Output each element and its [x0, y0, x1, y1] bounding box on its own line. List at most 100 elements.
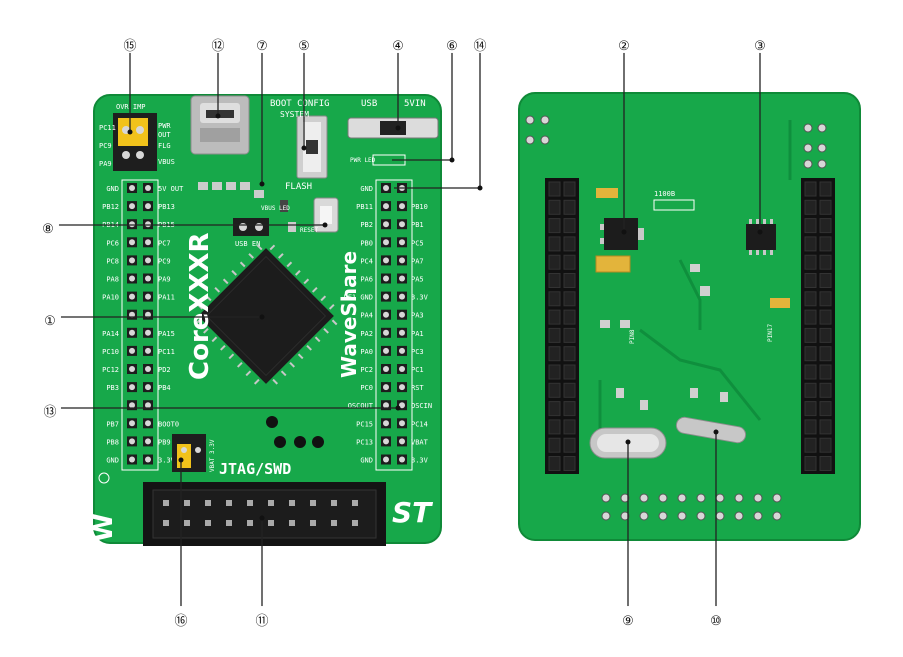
jtag-swd-header[interactable]	[143, 482, 386, 546]
back-header-pin	[548, 437, 561, 453]
pin-label: PF1 GND	[343, 294, 373, 302]
boot-config-label: BOOT CONFIG	[270, 99, 330, 109]
pin-label: PC2	[360, 366, 373, 374]
callout-7: ⑦	[256, 39, 268, 54]
header-pin-pad	[145, 293, 151, 300]
boot-config-switch[interactable]	[296, 115, 328, 179]
header-pin-pad	[399, 384, 405, 391]
callout-8-anchor	[322, 222, 328, 228]
callout-6-bg	[441, 31, 463, 53]
header-pin-pad	[129, 347, 135, 354]
voltage-regulator	[600, 218, 644, 250]
pin-label: PB4	[158, 384, 171, 392]
header-pin-pad	[399, 420, 405, 427]
usb-signal-pwr: PWR	[158, 122, 171, 130]
header-pin-pad	[383, 293, 389, 300]
pin-label: PA9	[158, 276, 171, 284]
pin-label: PC5	[411, 239, 424, 247]
back-header-pin	[548, 273, 561, 288]
callout-1-anchor	[259, 314, 265, 320]
header-pin-pad	[399, 456, 405, 463]
back-bottom-pad	[639, 493, 649, 503]
flash-label: FLASH	[285, 182, 312, 192]
back-header-pin	[804, 199, 817, 215]
st-logo: ST	[392, 496, 433, 529]
header-pin-pad	[129, 257, 135, 264]
back-header-pin	[819, 327, 832, 343]
header-pin-pad	[383, 438, 389, 445]
header-pin-pad	[399, 329, 405, 336]
header-pin-pad	[145, 384, 151, 391]
jtag-pin	[247, 520, 253, 526]
pin-label: PB8	[106, 438, 119, 446]
callout-16-bg	[170, 606, 192, 628]
header-pin-pad	[383, 347, 389, 354]
reset-button[interactable]	[313, 197, 339, 233]
back-header-pin	[819, 419, 832, 435]
pin-label: PC7	[158, 239, 171, 247]
pin-label: PB13	[158, 203, 175, 211]
vbat-jumper[interactable]	[172, 434, 206, 472]
pin-label: BOOT0	[158, 420, 179, 428]
back-header-pin	[804, 181, 817, 197]
back-header-pin	[548, 364, 561, 380]
header-pin-pad	[145, 203, 151, 210]
jtag-pin	[331, 500, 337, 506]
back-header-pin	[804, 437, 817, 453]
pin-label: PD2	[158, 366, 171, 374]
back-bottom-pad	[772, 511, 782, 521]
callout-13-bg	[39, 397, 61, 419]
jtag-pin	[310, 520, 316, 526]
back-header-pin	[563, 218, 576, 234]
waveshare-logo: W	[89, 472, 119, 542]
header-pin-pad	[399, 366, 405, 372]
callout-8: ⑧	[42, 222, 54, 237]
back-bottom-pad	[658, 511, 668, 521]
pin-label: PA0	[360, 348, 373, 356]
back-header-pin	[563, 401, 576, 417]
back-header-pin	[819, 291, 832, 307]
header-pin-pad	[145, 420, 151, 427]
pin-label: PC3	[411, 348, 424, 356]
pin-label: PA14	[102, 330, 119, 338]
usb-signal-vbus: VBUS	[158, 158, 175, 166]
header-pin-pad	[145, 347, 151, 354]
ovr-imp-jumper[interactable]: OVR IMP	[113, 103, 157, 171]
header-pin-pad	[145, 438, 151, 445]
brand-label: WaveShare	[337, 251, 361, 378]
mini-usb-connector[interactable]	[190, 95, 250, 155]
pin-label: PC1	[411, 366, 424, 374]
pin-label: PC14	[411, 420, 428, 428]
pin-label: PA11	[158, 294, 175, 302]
header-pin-pad	[129, 420, 135, 427]
back-bottom-pad	[696, 493, 706, 503]
back-header-pin	[819, 437, 832, 453]
callout-11: ⑪	[255, 614, 268, 629]
via-pad	[540, 135, 550, 145]
jtag-pin	[352, 520, 358, 526]
pin-label: OSCOUT	[348, 402, 374, 410]
jtag-pin	[289, 520, 295, 526]
callout-2-anchor	[621, 229, 627, 235]
header-pin-pad	[399, 438, 405, 445]
pwr-led-label: PWR LED	[350, 157, 376, 164]
header-pin-pad	[399, 257, 405, 264]
callout-14-bg	[469, 31, 491, 53]
back-header-pin	[804, 364, 817, 380]
jtag-pin	[268, 500, 274, 506]
callout-5-anchor	[301, 145, 307, 151]
mcu-board-label: CoreXXXR	[185, 232, 215, 380]
header-pin-pad	[129, 438, 135, 445]
power-select-switch[interactable]	[347, 117, 439, 139]
header-pin-pad	[383, 275, 389, 282]
usb-jumper-label-3: PA9	[99, 160, 112, 168]
header-pin-pad	[383, 402, 389, 409]
pin-label: PA1	[411, 330, 424, 338]
pin8-label: PIN8	[629, 329, 636, 344]
back-header-pin	[548, 401, 561, 417]
header-pin-pad	[129, 275, 135, 282]
callout-11-bg	[251, 606, 273, 628]
back-bottom-pad	[601, 511, 611, 521]
usb-en-jumper[interactable]	[233, 218, 269, 236]
jtag-pin	[268, 520, 274, 526]
